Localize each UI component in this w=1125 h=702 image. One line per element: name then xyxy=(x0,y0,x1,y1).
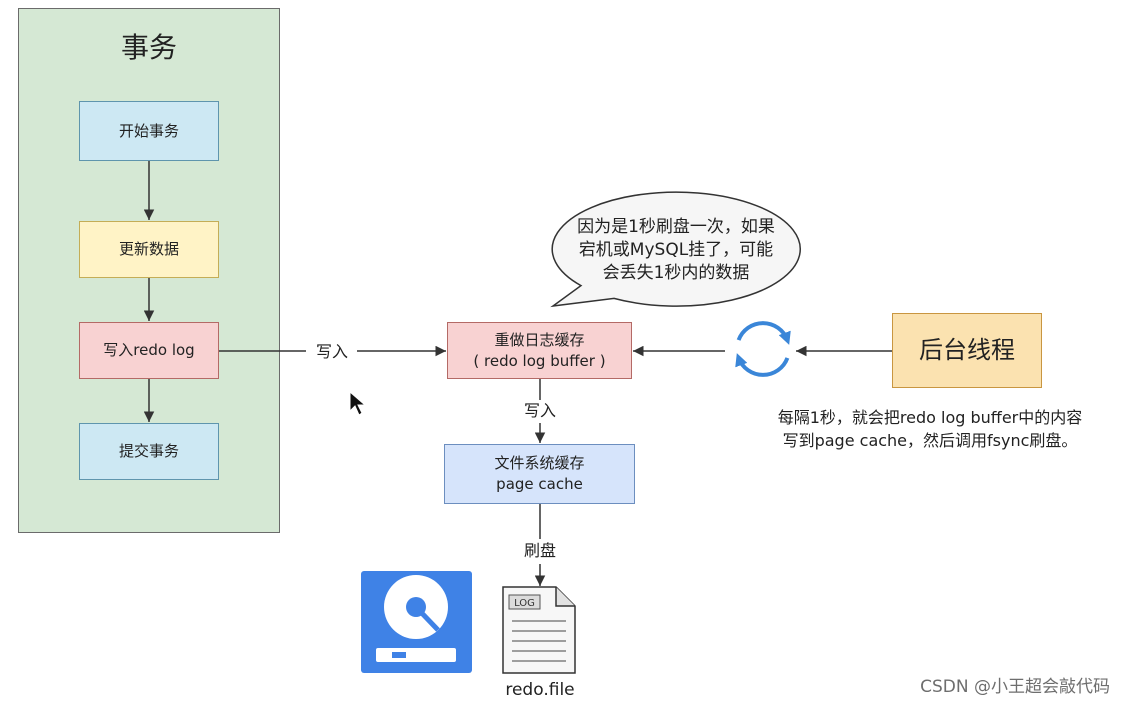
log-file-tag: LOG xyxy=(514,598,535,609)
transaction-panel-title: 事务 xyxy=(120,31,177,64)
redo-log-buffer-title: 重做日志缓存 xyxy=(494,330,585,349)
step-label: 开始事务 xyxy=(118,121,179,140)
hard-disk-icon xyxy=(361,571,472,673)
watermark: CSDN @小王超会敲代码 xyxy=(920,677,1110,697)
step-label: 写入redo log xyxy=(103,341,195,359)
background-thread-note-line-1: 每隔1秒，就会把redo log buffer中的内容 xyxy=(777,408,1083,427)
step-label: 更新数据 xyxy=(118,240,179,258)
step-label: 提交事务 xyxy=(118,442,179,460)
background-thread-note-line-2: 写到page cache，然后调用fsync刷盘。 xyxy=(782,431,1078,450)
background-thread-label: 后台线程 xyxy=(919,336,1015,364)
write-to-page-cache-label: 写入 xyxy=(523,401,556,420)
step-write-redo-log: 写入redo log xyxy=(79,322,219,379)
redo-file-name: redo.file xyxy=(505,680,575,700)
speech-bubble-line-3: 会丢失1秒内的数据 xyxy=(602,263,750,283)
step-commit-transaction: 提交事务 xyxy=(79,423,219,480)
refresh-cycle-icon xyxy=(735,321,791,377)
step-start-transaction: 开始事务 xyxy=(79,101,219,161)
speech-bubble-line-1: 因为是1秒刷盘一次，如果 xyxy=(577,217,775,237)
redo-log-buffer-subtitle: ( redo log buffer ) xyxy=(473,351,606,370)
page-cache-box: 文件系统缓存 page cache xyxy=(444,444,635,504)
mouse-pointer-icon xyxy=(349,390,367,416)
background-thread-box: 后台线程 xyxy=(892,313,1042,388)
speech-bubble xyxy=(550,191,801,308)
flush-label: 刷盘 xyxy=(523,541,556,560)
page-cache-subtitle: page cache xyxy=(496,475,583,493)
speech-bubble-line-2: 宕机或MySQL挂了，可能 xyxy=(578,240,774,260)
log-file-icon: LOG xyxy=(502,586,576,674)
step-update-data: 更新数据 xyxy=(79,221,219,278)
page-cache-title: 文件系统缓存 xyxy=(494,454,585,472)
redo-log-buffer-box: 重做日志缓存 ( redo log buffer ) xyxy=(447,322,632,379)
write-to-buffer-label: 写入 xyxy=(315,342,348,361)
